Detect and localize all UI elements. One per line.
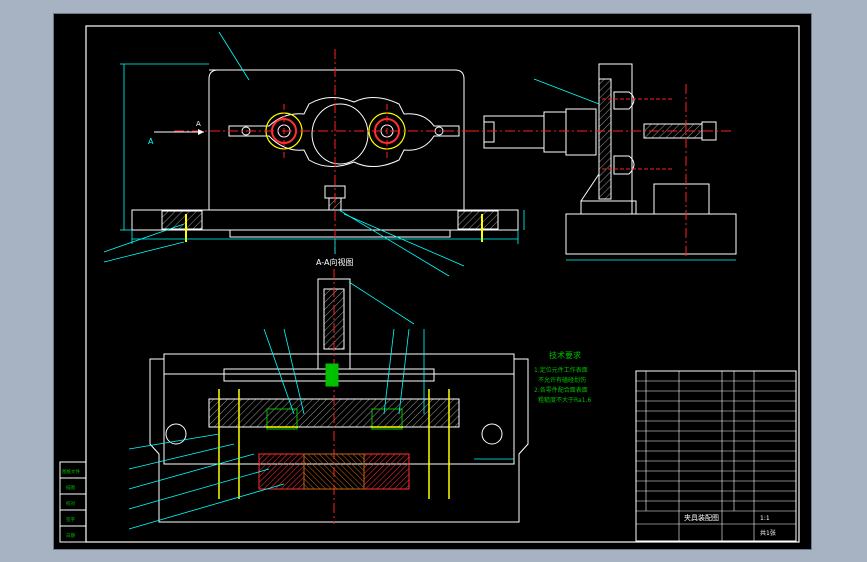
notes-line-3: 2.各零件配合面表面 [534, 386, 588, 394]
stamp-label-2: 描图 [66, 484, 75, 491]
stamp-label-4: 签字 [66, 516, 75, 523]
title-block-sheet: 共1张 [760, 529, 776, 537]
notes-line-2: 不允许有磕碰划伤 [538, 376, 586, 384]
left-stamp-box: 图纸文件 描图 校对 签字 日期 [59, 461, 87, 543]
title-block-scale: 1:1 [760, 515, 770, 522]
notes-title: 技术要求 [549, 350, 581, 360]
stamp-label-1: 图纸文件 [62, 468, 80, 475]
notes-line-4: 粗糙度不大于Ra1.6 [538, 396, 591, 404]
section-marker-a-2: A [196, 120, 201, 128]
parts-list-table: 夹具装配图 1:1 共1张 [635, 370, 797, 542]
section-marker-a: A [148, 137, 154, 146]
front-view: A A [103, 31, 525, 277]
fixture-assembly-drawing: A A [59, 25, 800, 543]
technical-notes: 技术要求 1.定位元件工作表面 不允许有磕碰划伤 2.各零件配合面表面 粗糙度不… [534, 350, 591, 404]
stamp-label-3: 校对 [66, 500, 75, 507]
notes-line-1: 1.定位元件工作表面 [534, 366, 588, 374]
side-view [469, 63, 737, 261]
cad-drawing-sheet: A A [53, 13, 812, 550]
section-view [128, 269, 529, 530]
sheet-border [85, 25, 800, 543]
title-block-name: 夹具装配图 [684, 513, 719, 522]
stamp-label-5: 日期 [66, 533, 75, 539]
section-title: A-A向视图 [316, 257, 353, 267]
